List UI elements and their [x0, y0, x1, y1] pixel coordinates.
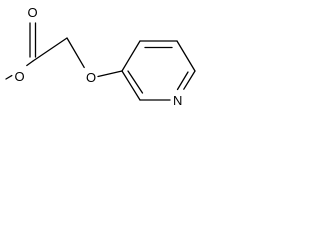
ring-nitrogen-label: N [173, 93, 182, 108]
ester-oxygen-label: O [15, 69, 25, 84]
ether-oxygen-label: O [86, 70, 96, 85]
carbonyl-oxygen-label: O [28, 5, 38, 20]
ring-bond-c3-c4 [121, 40, 141, 72]
bond-methyl-ester-oxygen [5, 74, 13, 80]
bond-methylene-ether-oxygen [66, 37, 85, 69]
molecule-structure: O O O N [5, 5, 196, 108]
ring-double-bond-inner-3 [127, 70, 144, 94]
ring-bond-c6-n1 [183, 70, 196, 90]
bond-carbonyl-carbon-methylene [32, 37, 68, 62]
bond-ester-oxygen-carbonyl-carbon [26, 60, 34, 67]
bond-ether-oxygen-ring [97, 70, 123, 78]
ring-double-bond-inner-2 [176, 71, 189, 91]
ring-bond-c5-c6 [176, 40, 196, 72]
ring-bond-c2-c3 [121, 70, 141, 101]
